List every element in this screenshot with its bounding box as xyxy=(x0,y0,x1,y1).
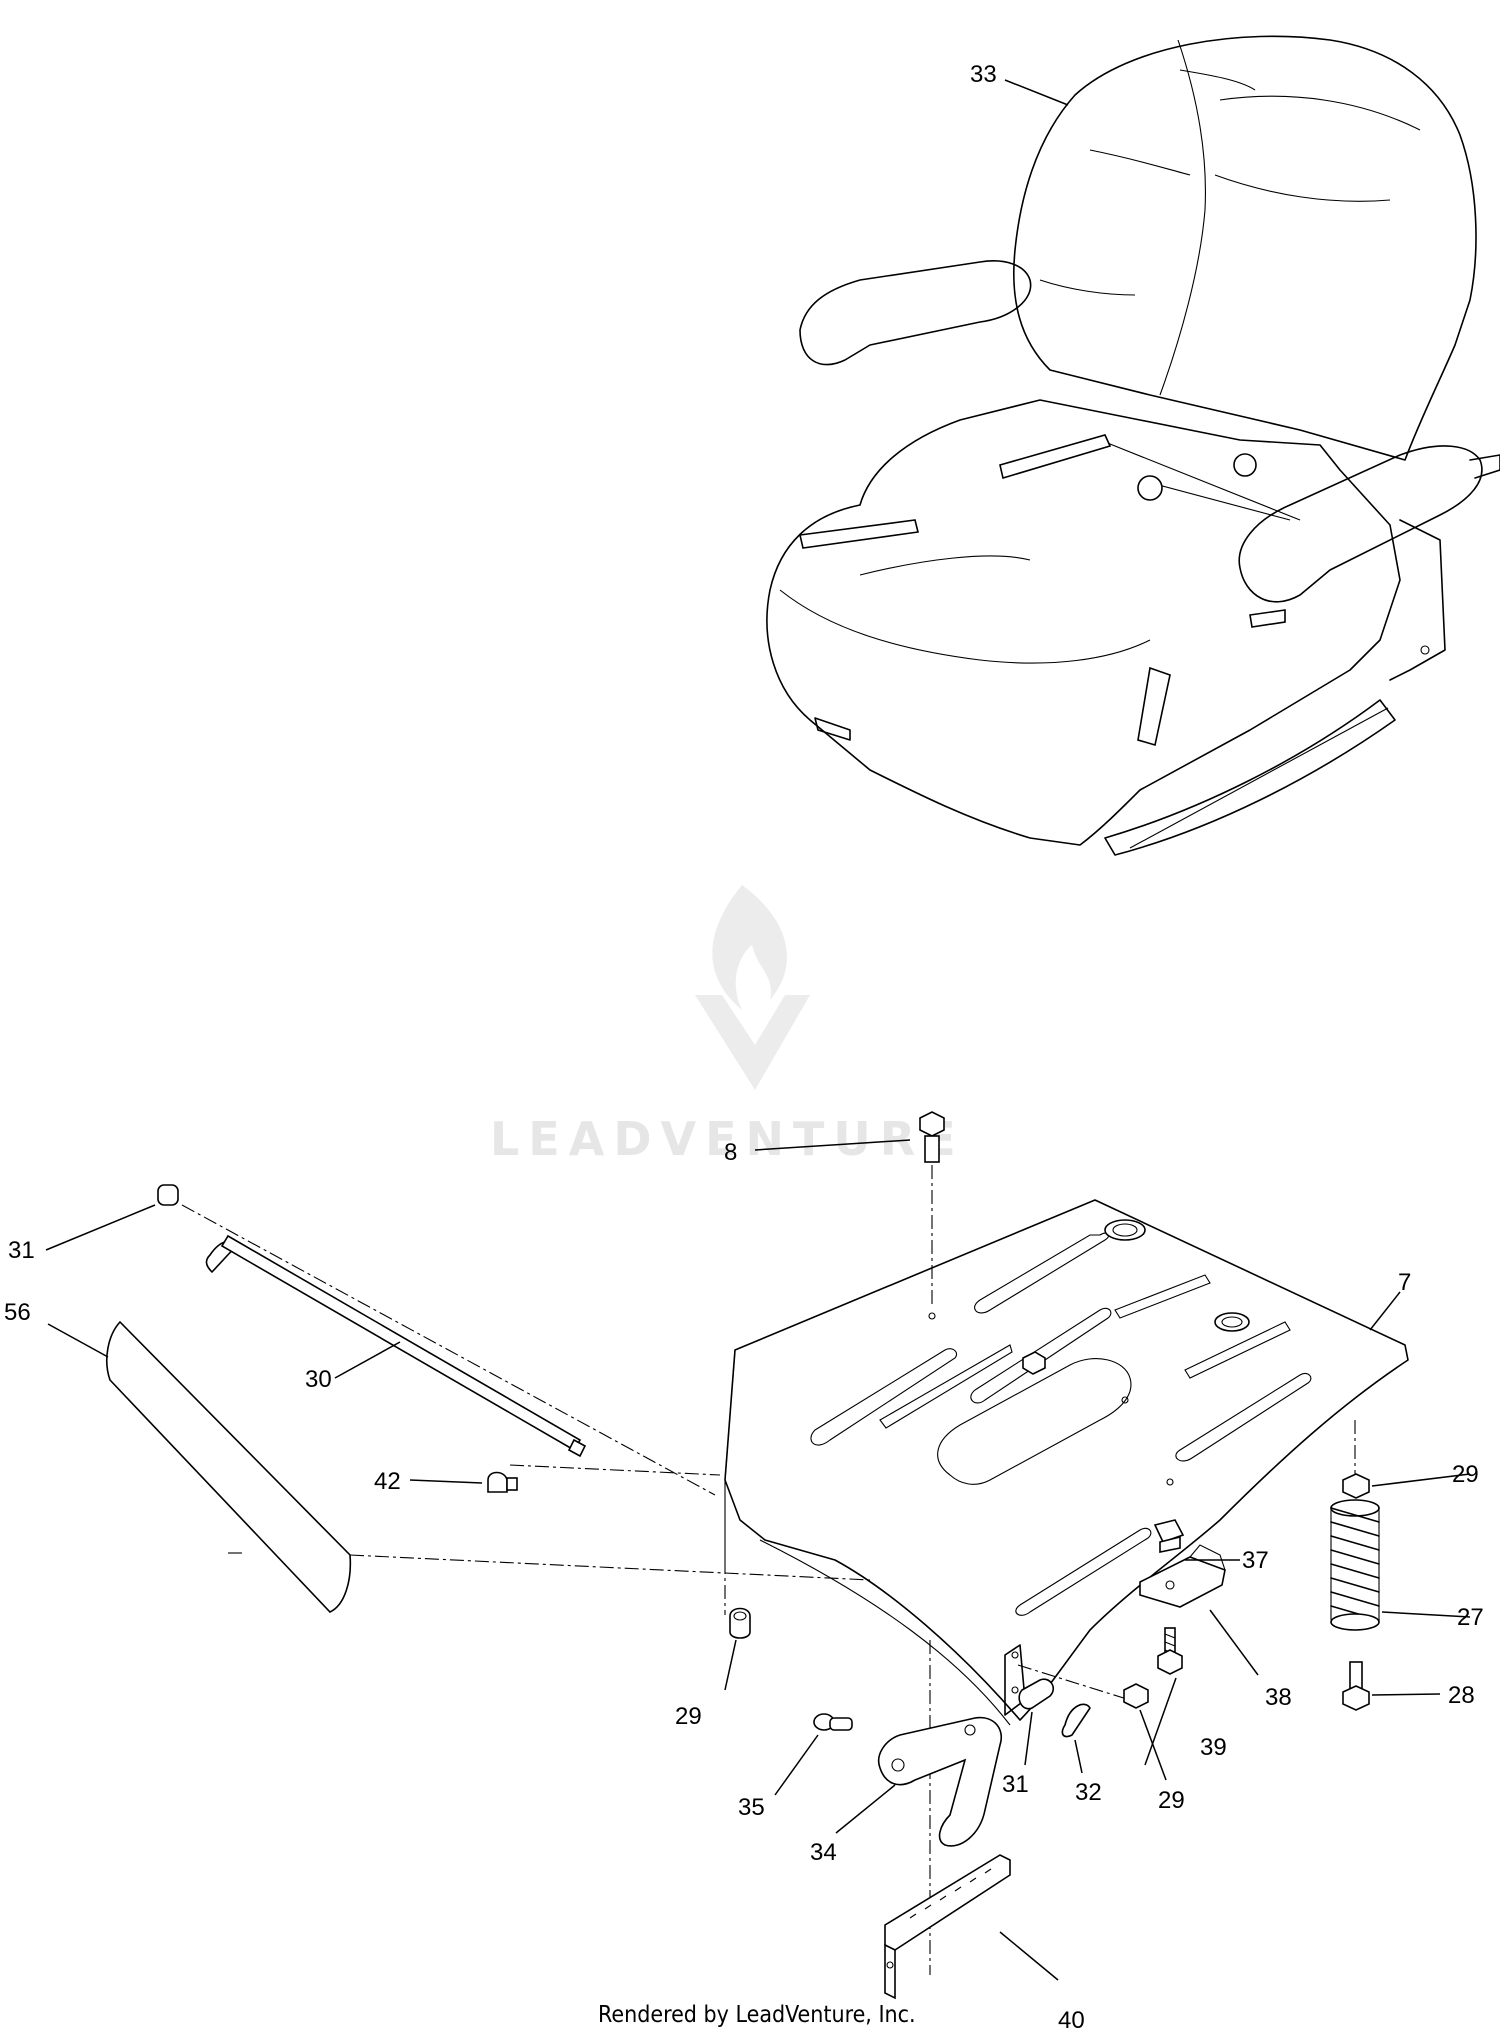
nut-29-top-right xyxy=(1342,1473,1370,1499)
callout-29-left: 29 xyxy=(675,1703,702,1730)
adjuster-plate-40 xyxy=(884,1854,1011,2000)
callouts: 33 8 31 7 30 56 42 29 29 37 27 38 28 29 … xyxy=(4,61,1484,2034)
clip-nut-37 xyxy=(1153,1519,1185,1553)
callout-33: 33 xyxy=(970,61,997,88)
watermark-text: LEADVENTURE xyxy=(490,1112,965,1166)
bracket-38 xyxy=(1139,1544,1226,1608)
callout-34: 34 xyxy=(810,1839,837,1866)
callout-38: 38 xyxy=(1265,1684,1292,1711)
callout-32: 32 xyxy=(1075,1779,1102,1806)
nut-29-left xyxy=(729,1607,751,1639)
callout-31-bottom: 31 xyxy=(1002,1771,1029,1798)
callout-39: 39 xyxy=(1200,1734,1227,1761)
pivot-bolt-35 xyxy=(813,1713,853,1731)
callout-27: 27 xyxy=(1457,1604,1484,1631)
bolt-39 xyxy=(1157,1627,1183,1675)
seat xyxy=(766,35,1500,856)
hairpin-clip xyxy=(205,1240,239,1273)
callout-28: 28 xyxy=(1448,1682,1475,1709)
callout-40: 40 xyxy=(1058,2007,1085,2034)
spring-27 xyxy=(1330,1499,1380,1631)
spacer-31-bottom xyxy=(1018,1678,1055,1710)
callout-29-top-right: 29 xyxy=(1452,1461,1479,1488)
callout-29-bottom: 29 xyxy=(1158,1787,1185,1814)
bolt-8 xyxy=(919,1111,945,1163)
callout-35: 35 xyxy=(738,1794,765,1821)
rod-30 xyxy=(220,1234,587,1458)
pad-56 xyxy=(106,1320,352,1613)
callout-42: 42 xyxy=(374,1468,401,1495)
callout-31-top: 31 xyxy=(8,1237,35,1264)
seat-pan xyxy=(724,1199,1409,1726)
watermark-logo xyxy=(695,885,810,1090)
hairpin-32 xyxy=(1061,1703,1091,1738)
assembly-centerlines xyxy=(181,1165,1356,1975)
render-credit: Rendered by LeadVenture, Inc. xyxy=(598,2002,916,2028)
callout-37: 37 xyxy=(1242,1547,1269,1574)
callout-8: 8 xyxy=(724,1139,737,1166)
screw-42 xyxy=(487,1471,518,1493)
callout-7: 7 xyxy=(1398,1269,1411,1296)
callout-30: 30 xyxy=(305,1366,332,1393)
nut-29-bottom-right xyxy=(1123,1683,1149,1709)
callout-56: 56 xyxy=(4,1299,31,1326)
bolt-28 xyxy=(1342,1661,1370,1711)
leader-lines xyxy=(45,79,1471,1981)
latch-34 xyxy=(878,1716,1002,1847)
spacer-31-top xyxy=(157,1184,179,1206)
